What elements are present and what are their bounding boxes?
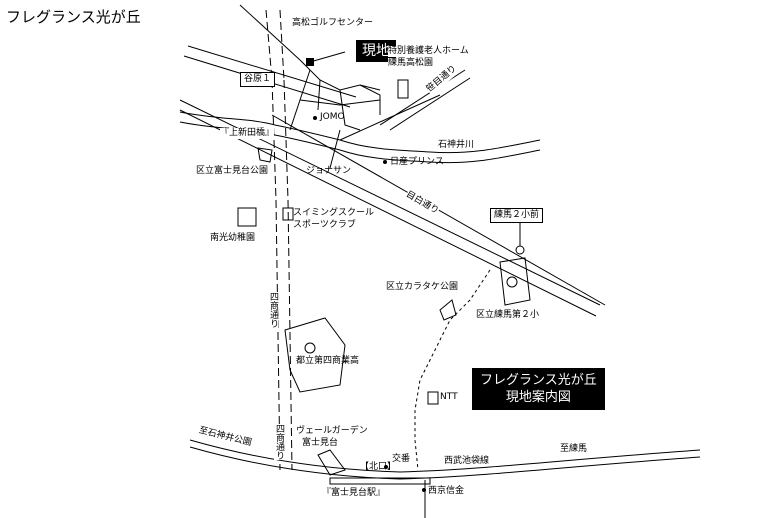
legend-box: フレグランス光が丘 現地案内図 <box>472 368 605 410</box>
nursing-home-building <box>397 79 409 99</box>
elementary-school-building <box>499 257 531 306</box>
shisho-road-label-south: 四商通り <box>274 424 284 460</box>
ntt-label: NTT <box>440 392 458 402</box>
site-marker-icon <box>306 58 314 66</box>
seibu-line-label: 西武池袋線 <box>444 456 490 466</box>
shisho-road-label: 四商通り <box>268 292 278 328</box>
karakata-park-shape <box>439 299 457 321</box>
koban-label: 交番 <box>392 454 411 464</box>
local-roads <box>289 59 381 131</box>
shinkin-point-icon <box>422 488 426 492</box>
golf-center-label: 高松ゴルフセンター <box>292 18 374 29</box>
seibu-rail <box>189 439 701 480</box>
jomo-point-icon <box>313 116 317 120</box>
ishigami-river-label: 石神井川 <box>438 140 475 151</box>
nissan-point-icon <box>383 160 387 164</box>
shisho-road <box>275 199 293 471</box>
jonathan-label: ジョナサン <box>306 166 352 176</box>
legend-subtitle: 現地案内図 <box>505 390 571 405</box>
garden-label-line1: ヴェールガーデン <box>296 426 368 436</box>
high-school-label: 都立第四商業高 <box>296 356 360 366</box>
sasame-road <box>265 9 289 201</box>
kindergarten-label: 南光幼稚園 <box>210 233 256 244</box>
kamishin-bridge-label: 『上新田橋』 <box>220 128 275 139</box>
station-label: 『富士見台駅』 <box>322 488 386 498</box>
fujimidai-park-shape <box>257 147 273 163</box>
school-mark-icon <box>304 342 316 354</box>
swimming-club-building <box>282 207 294 221</box>
shinkin-label: 西京信金 <box>428 486 465 496</box>
high-school-building <box>284 317 346 393</box>
page-title: フレグランス光が丘 <box>6 8 141 26</box>
kindergarten-building <box>237 207 257 227</box>
nerima2-intersection-label: 練馬２小前 <box>490 208 544 223</box>
garden-building <box>317 449 346 476</box>
swimming-label-line1: スイミングスクール <box>293 208 375 218</box>
jomo-label: JOMO <box>320 112 345 122</box>
swimming-label-line2: スポーツクラブ <box>293 220 356 230</box>
nursing-home-label-line1: 特別養護老人ホーム <box>388 46 469 57</box>
elementary-mark-icon <box>506 276 518 288</box>
site-label: 現地 <box>356 40 396 62</box>
station-platform <box>329 477 431 485</box>
fujimidai-park-label: 区立富士見台公園 <box>196 166 269 177</box>
yahara-intersection-label: 谷原１ <box>240 72 276 87</box>
north-exit-label: 【北口】 <box>360 462 397 472</box>
koban-point-icon <box>384 465 388 469</box>
karakata-park-label: 区立カラタケ公園 <box>386 282 459 293</box>
nursing-home-label-line2: 練馬高松園 <box>388 58 434 69</box>
ishigami-river <box>179 111 541 154</box>
ntt-building <box>427 391 439 405</box>
intersection-icon <box>515 245 525 255</box>
park-path <box>414 269 491 471</box>
nissan-label: 日産プリンス <box>390 157 444 167</box>
legend-title: フレグランス光が丘 <box>480 373 597 388</box>
to-nerima-label: 至練馬 <box>560 444 588 454</box>
elementary-school-label: 区立練馬第２小 <box>476 310 540 321</box>
garden-label-line2: 富士見台 <box>302 438 339 448</box>
